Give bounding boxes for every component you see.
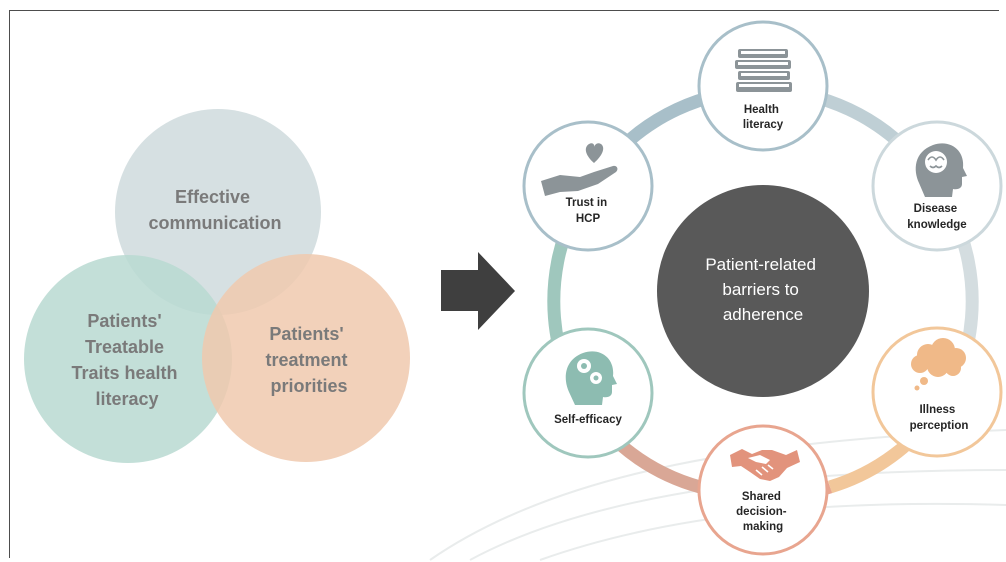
heart-hand-icon bbox=[541, 143, 618, 196]
venn-circle-left bbox=[24, 255, 232, 463]
node-trust-in-hcp: Trust in HCP bbox=[522, 120, 654, 252]
node-self-efficacy: Self-efficacy bbox=[522, 327, 654, 459]
center-label: Patient-related barriers to adherence bbox=[705, 255, 820, 324]
venn-circle-right bbox=[202, 254, 410, 462]
gears-head-icon bbox=[565, 351, 617, 405]
node-health-literacy: Health literacy bbox=[697, 20, 829, 152]
node-label-trust-in-hcp: Trust in HCP bbox=[566, 197, 611, 225]
venn-label-top: Effective communication bbox=[148, 187, 281, 233]
venn-diagram: Effective communication Patients' Treata… bbox=[24, 109, 410, 463]
venn-label-left: Patients' Treatable Traits health litera… bbox=[71, 311, 182, 409]
handshake-icon bbox=[730, 449, 800, 481]
thought-cloud-icon bbox=[911, 338, 966, 391]
books-icon bbox=[735, 49, 792, 92]
node-shared-decision-making: Shared decision- making bbox=[697, 424, 829, 556]
node-label-disease-knowledge: Disease knowledge bbox=[907, 203, 966, 231]
center-circle bbox=[657, 185, 869, 397]
node-label-shared-decision-making: Shared decision- making bbox=[736, 491, 790, 533]
frame-border bbox=[9, 10, 999, 558]
node-label-self-efficacy: Self-efficacy bbox=[554, 414, 622, 426]
node-label-illness-perception: Illness perception bbox=[910, 404, 969, 432]
node-disease-knowledge: Disease knowledge bbox=[871, 120, 1003, 252]
node-illness-perception: Illness perception bbox=[871, 326, 1003, 458]
brain-head-icon bbox=[915, 143, 967, 197]
right-arrow-icon bbox=[441, 252, 515, 330]
venn-label-right: Patients' treatment priorities bbox=[265, 324, 352, 396]
node-label-health-literacy: Health literacy bbox=[743, 104, 784, 131]
